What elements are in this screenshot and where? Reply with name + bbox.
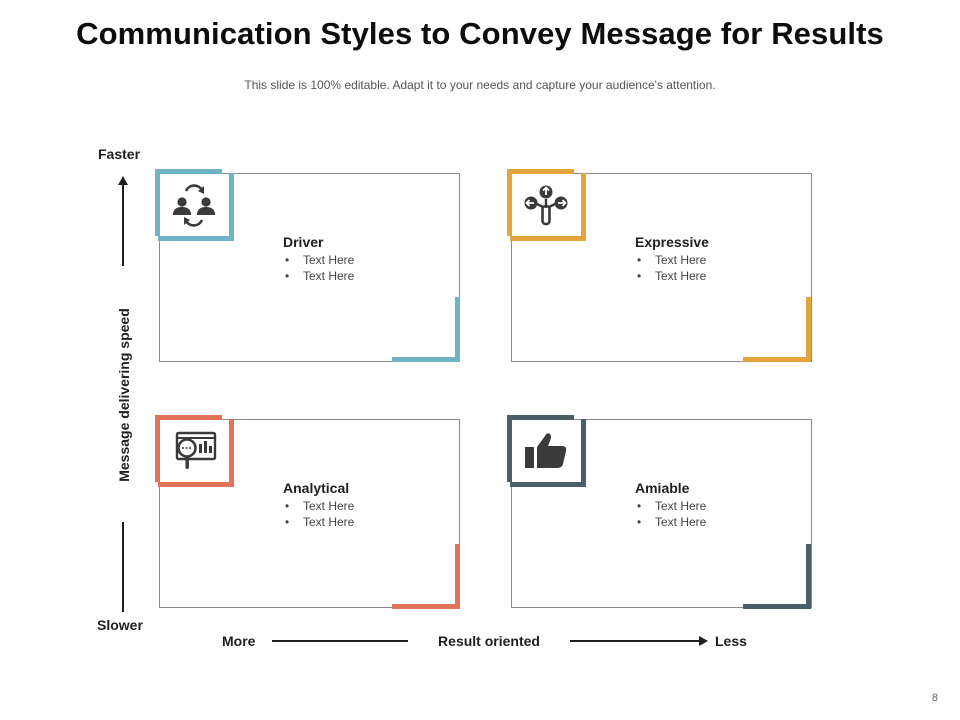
quadrant-title-driver: Driver (283, 234, 324, 250)
quadrant-title-analytical: Analytical (283, 480, 350, 496)
y-axis-bottom-label: Slower (97, 617, 143, 633)
x-axis-left-label: More (222, 633, 256, 649)
driver-corner-accent (155, 169, 222, 174)
bullet-list-driver: Text Here Text Here (285, 252, 354, 284)
thumbs-up-icon (510, 419, 586, 487)
bullet-item: Text Here (285, 514, 354, 530)
right-arrow-icon (699, 636, 708, 646)
y-axis-title: Message delivering speed (116, 308, 132, 482)
analytical-corner-accent-left (155, 415, 160, 482)
driver-corner-accent-bottom (392, 357, 460, 362)
slide-subtitle: This slide is 100% editable. Adapt it to… (244, 78, 716, 92)
driver-corner-accent-right (455, 297, 460, 362)
bullet-item: Text Here (637, 252, 706, 268)
bullet-item: Text Here (637, 514, 706, 530)
expressive-corner-accent-left (507, 169, 512, 236)
bullet-item: Text Here (637, 268, 706, 284)
amiable-corner-accent (507, 415, 574, 420)
bullet-list-amiable: Text Here Text Here (637, 498, 706, 530)
bullet-item: Text Here (637, 498, 706, 514)
y-axis-upper-line (122, 184, 124, 266)
x-axis-right-label: Less (715, 633, 747, 649)
bullet-item: Text Here (285, 252, 354, 268)
amiable-corner-accent-right (806, 544, 811, 609)
bullet-item: Text Here (285, 498, 354, 514)
amiable-corner-accent-left (507, 415, 512, 482)
page-number: 8 (931, 692, 938, 704)
analytical-corner-accent-right (455, 544, 460, 609)
analytical-corner-accent-bottom (392, 604, 460, 609)
direction-choice-icon (510, 173, 586, 241)
bullet-list-analytical: Text Here Text Here (285, 498, 354, 530)
x-axis-title: Result oriented (438, 633, 540, 649)
expressive-corner-accent-right (806, 297, 811, 362)
people-exchange-icon (158, 173, 234, 241)
slide-title: Communication Styles to Convey Message f… (76, 16, 884, 51)
up-arrow-icon (118, 176, 128, 185)
amiable-corner-accent-bottom (743, 604, 811, 609)
expressive-corner-accent (507, 169, 574, 174)
quadrant-title-amiable: Amiable (635, 480, 690, 496)
y-axis-lower-line (122, 522, 124, 612)
data-analysis-icon (158, 419, 234, 487)
y-axis-top-label: Faster (98, 146, 141, 162)
bullet-list-expressive: Text Here Text Here (637, 252, 706, 284)
driver-corner-accent-left (155, 169, 160, 236)
bullet-item: Text Here (285, 268, 354, 284)
expressive-corner-accent-bottom (743, 357, 811, 362)
quadrant-title-expressive: Expressive (635, 234, 709, 250)
x-axis-left-line (272, 640, 408, 642)
x-axis-right-line (570, 640, 700, 642)
analytical-corner-accent (155, 415, 222, 420)
